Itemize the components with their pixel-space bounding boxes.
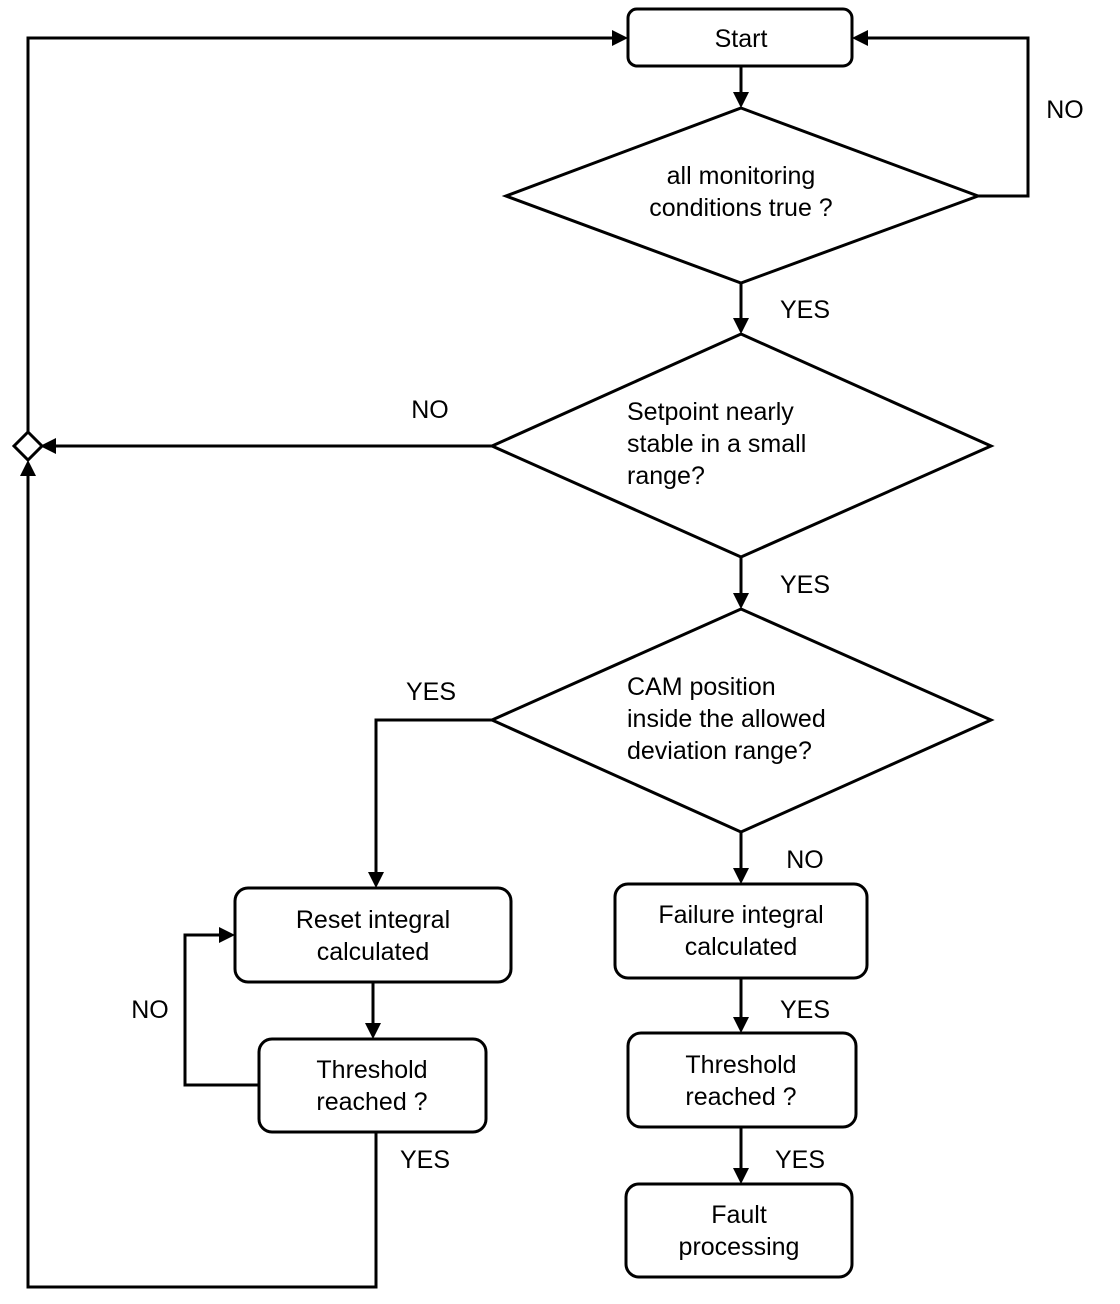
arrowhead bbox=[852, 30, 868, 46]
setpoint-label-line-1: Setpoint nearly bbox=[627, 398, 794, 426]
cam-decision bbox=[488, 607, 995, 834]
arrowhead bbox=[365, 1023, 381, 1039]
failure-label-line-1: Failure integral bbox=[658, 901, 823, 929]
cam-label-line-3: deviation range? bbox=[627, 737, 812, 765]
arrowhead bbox=[733, 593, 749, 609]
monitoring-label-line-2: conditions true ? bbox=[649, 194, 832, 222]
fault-label-line-1: Fault bbox=[711, 1201, 767, 1229]
arrowhead bbox=[733, 1168, 749, 1184]
failure-label-line-2: calculated bbox=[685, 933, 798, 961]
arrowhead bbox=[20, 460, 36, 476]
setpoint-label-line-2: stable in a small bbox=[627, 430, 806, 458]
edge-threshold-left-yes bbox=[26, 476, 378, 1289]
cam-no-label: NO bbox=[786, 846, 824, 874]
start-node bbox=[626, 7, 854, 68]
arrowhead bbox=[368, 872, 384, 888]
threshold-left-node bbox=[257, 1037, 488, 1134]
setpoint-yes-label: YES bbox=[780, 571, 830, 599]
arrowhead bbox=[219, 927, 235, 943]
failure-yes-label: YES bbox=[780, 996, 830, 1024]
arrowhead bbox=[612, 30, 628, 46]
edge-junction-to-start bbox=[26, 36, 612, 432]
arrowhead bbox=[733, 868, 749, 884]
edge-monitoring-no-loop bbox=[868, 36, 1030, 198]
threshold-right-label-line-2: reached ? bbox=[685, 1083, 796, 1111]
threshold-left-yes-label: YES bbox=[400, 1146, 450, 1174]
cam-yes-label: YES bbox=[406, 678, 456, 706]
arrowhead bbox=[40, 438, 56, 454]
setpoint-label-line-3: range? bbox=[627, 462, 705, 490]
junction-node bbox=[11, 429, 45, 463]
reset-label-line-2: calculated bbox=[317, 938, 430, 966]
threshold-left-label-line-1: Threshold bbox=[316, 1056, 427, 1084]
reset-label-line-1: Reset integral bbox=[296, 906, 450, 934]
monitoring-yes-label: YES bbox=[780, 296, 830, 324]
threshold-right-label-line-1: Threshold bbox=[685, 1051, 796, 1079]
fault-processing-node bbox=[624, 1182, 854, 1279]
cam-label-line-2: inside the allowed bbox=[627, 705, 826, 733]
arrowhead bbox=[733, 318, 749, 334]
reset-integral-node bbox=[233, 886, 513, 984]
edge-cam-yes bbox=[374, 718, 492, 872]
fault-label-line-2: processing bbox=[679, 1233, 800, 1261]
setpoint-decision bbox=[488, 332, 995, 559]
monitoring-label-line-1: all monitoring bbox=[667, 162, 816, 190]
threshold-left-no-label: NO bbox=[131, 996, 169, 1024]
threshold-left-label-line-2: reached ? bbox=[316, 1088, 427, 1116]
setpoint-no-label: NO bbox=[411, 396, 449, 424]
edge-threshold-left-no bbox=[183, 933, 259, 1087]
monitoring-decision bbox=[501, 106, 983, 285]
arrowhead bbox=[733, 92, 749, 108]
arrowhead bbox=[733, 1017, 749, 1033]
monitoring-no-label: NO bbox=[1046, 96, 1084, 124]
threshold-right-node bbox=[626, 1031, 858, 1129]
threshold-right-yes-label: YES bbox=[775, 1146, 825, 1174]
cam-label-line-1: CAM position bbox=[627, 673, 776, 701]
failure-integral-node bbox=[613, 882, 869, 980]
start-label: Start bbox=[715, 25, 768, 53]
